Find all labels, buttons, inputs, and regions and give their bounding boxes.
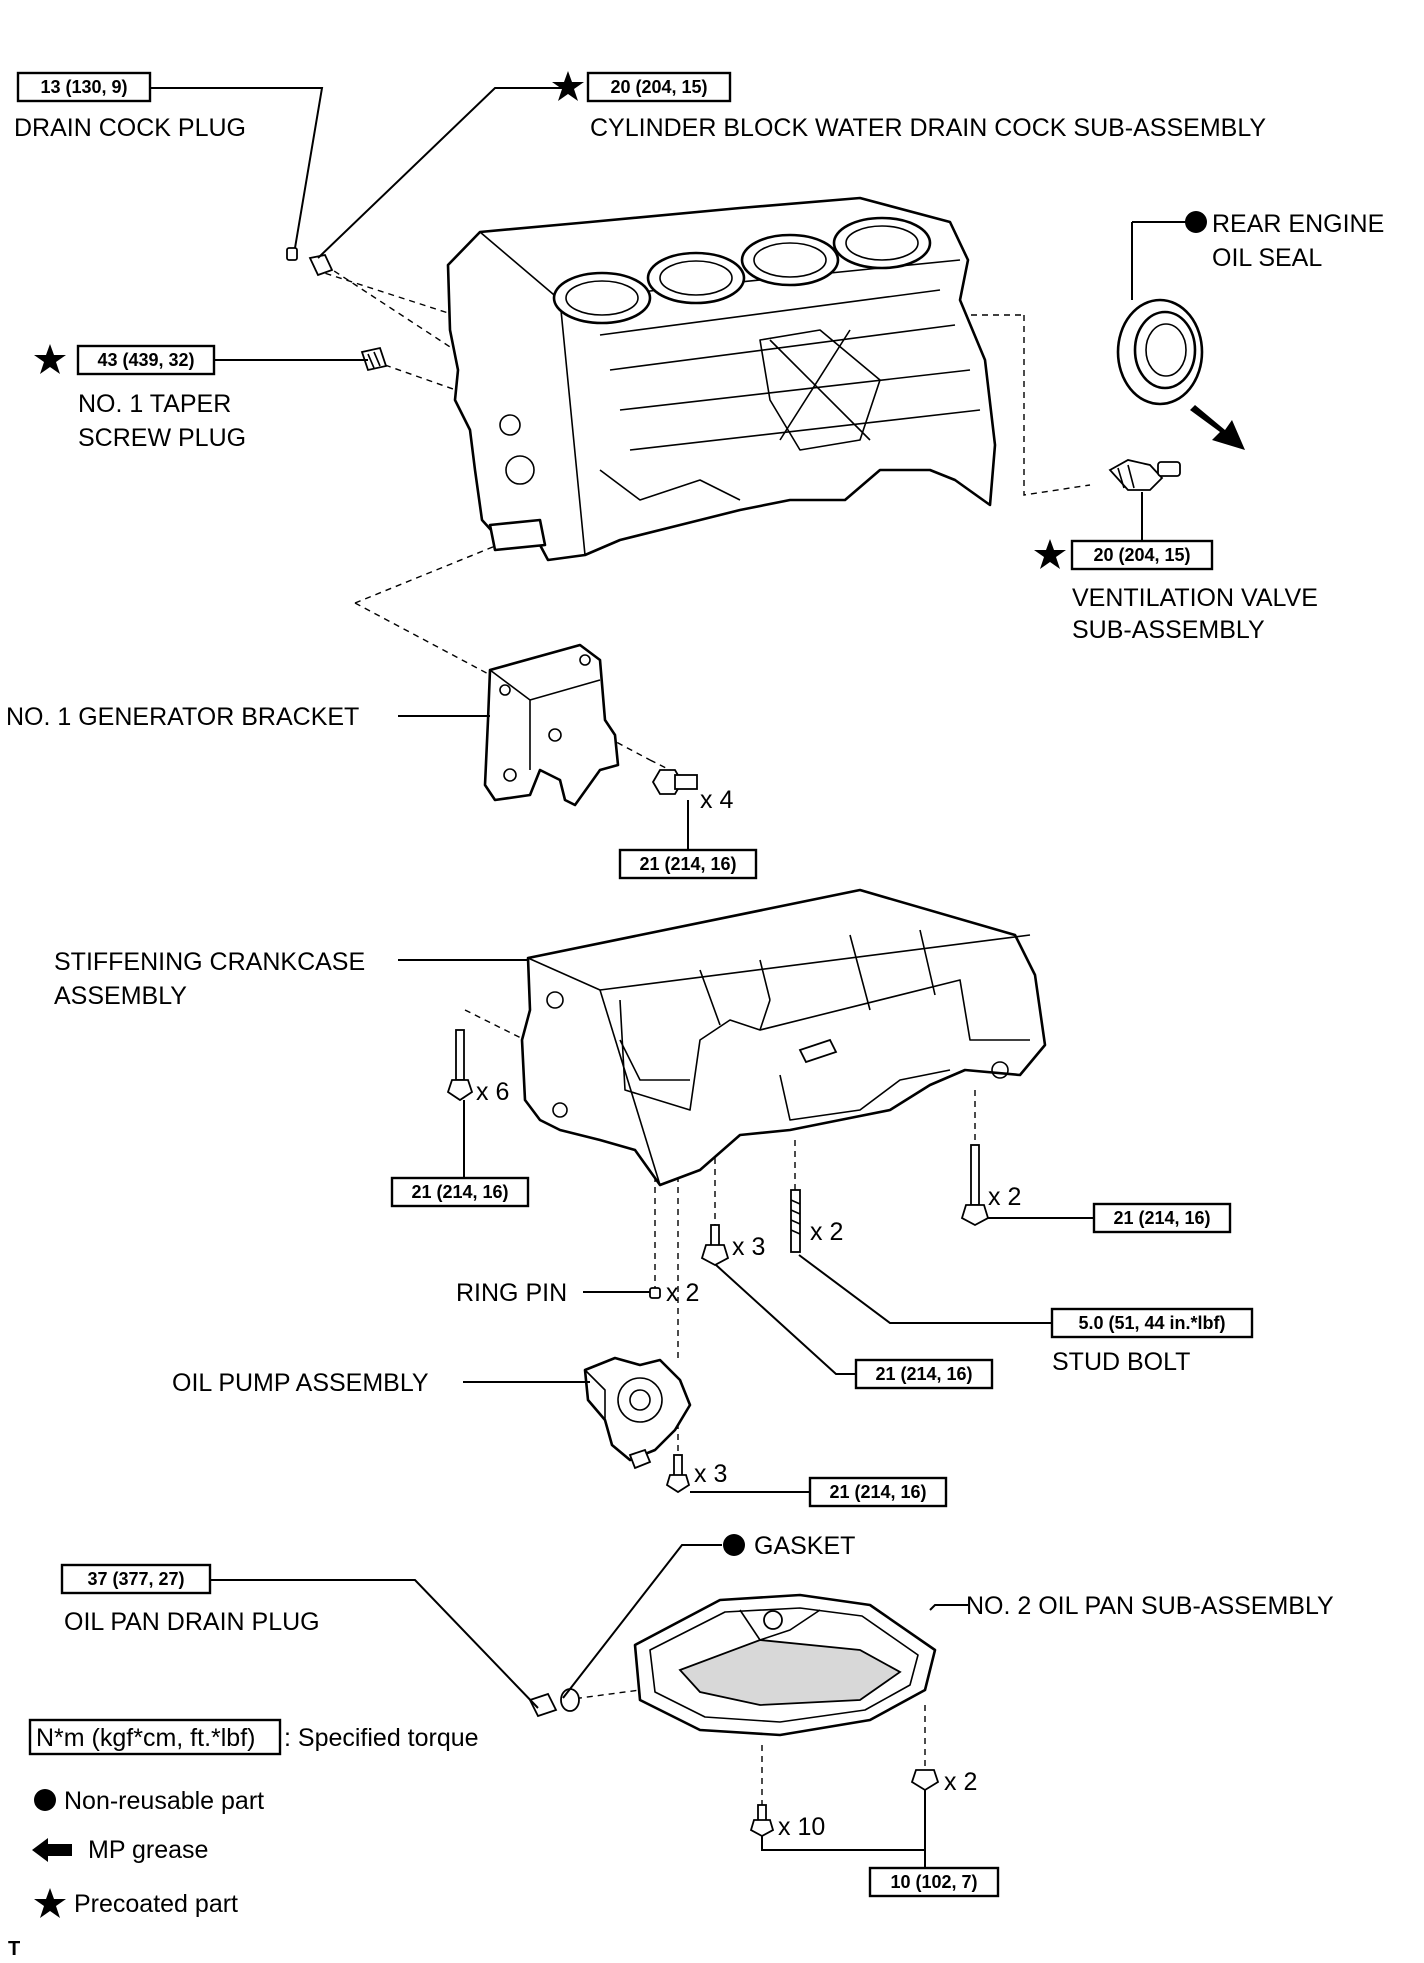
torque-box-oil-pump: 21 (214, 16) — [808, 1476, 948, 1508]
drain-cock-plug-label: DRAIN COCK PLUG — [14, 114, 246, 142]
oil-pump-part — [583, 1356, 692, 1470]
stud-bolt-label: STUD BOLT — [1052, 1348, 1190, 1376]
torque-box-crankcase-right: 21 (214, 16) — [1092, 1202, 1232, 1234]
taper-screw-plug-label-2: SCREW PLUG — [78, 424, 246, 452]
torque-value: 21 (214, 16) — [1113, 1208, 1210, 1228]
cylinder-block — [446, 196, 997, 562]
oil-pump-bolt — [665, 1454, 691, 1494]
oil-pan-nut — [910, 1769, 940, 1792]
water-drain-cock-label: CYLINDER BLOCK WATER DRAIN COCK SUB-ASSE… — [590, 114, 1266, 142]
legend-torque-box — [28, 1718, 282, 1756]
crankcase-label-2: ASSEMBLY — [54, 982, 187, 1010]
torque-box-crankcase-center: 21 (214, 16) — [854, 1358, 994, 1390]
markers — [34, 71, 1207, 1556]
legend-non-reusable: Non-reusable part — [64, 1787, 264, 1815]
rear-engine-oil-seal-part — [1116, 298, 1245, 450]
crankcase-bolt-center — [700, 1224, 730, 1267]
torque-value: 13 (130, 9) — [40, 77, 127, 97]
generator-bracket-bolt — [651, 769, 698, 795]
grease-arrow-icon — [32, 1838, 72, 1862]
footer-mark: T — [8, 1938, 20, 1960]
crankcase-bolt-left — [446, 1029, 474, 1102]
crankcase-label-1: STIFFENING CRANKCASE — [54, 948, 365, 976]
qty-oil-pan-bolts: x 10 — [778, 1813, 825, 1841]
legend-torque-text: : Specified torque — [284, 1724, 479, 1752]
generator-bracket-label: NO. 1 GENERATOR BRACKET — [6, 703, 359, 731]
torque-box-ventilation-valve: 20 (204, 15) — [1070, 539, 1214, 571]
legend: N*m (kgf*cm, ft.*lbf) : Specified torque… — [8, 1718, 479, 1960]
qty-crankcase-center: x 3 — [732, 1233, 765, 1261]
rear-oil-seal-label-1: REAR ENGINE — [1212, 210, 1384, 238]
labels: DRAIN COCK PLUG CYLINDER BLOCK WATER DRA… — [6, 114, 1384, 1636]
star-icon — [1034, 539, 1066, 569]
ventilation-valve-label-1: VENTILATION VALVE — [1072, 584, 1318, 612]
qty-generator-bolts: x 4 — [700, 786, 733, 814]
grease-arrow-icon — [1190, 405, 1245, 450]
torque-value: 21 (214, 16) — [639, 854, 736, 874]
torque-value: 20 (204, 15) — [610, 77, 707, 97]
ventilation-valve-label-2: SUB-ASSEMBLY — [1072, 616, 1265, 644]
qty-crankcase-right: x 2 — [988, 1183, 1021, 1211]
oil-pan-label: NO. 2 OIL PAN SUB-ASSEMBLY — [966, 1592, 1334, 1620]
water-drain-cock-part — [308, 253, 334, 277]
torque-box-drain-cock-plug: 13 (130, 9) — [16, 71, 152, 103]
ring-pin-part — [649, 1287, 661, 1299]
torque-box-stud-bolt: 5.0 (51, 44 in.*lbf) — [1050, 1307, 1254, 1339]
qty-ring-pins: x 2 — [666, 1279, 699, 1307]
star-icon — [552, 71, 584, 101]
qty-oil-pump-bolts: x 3 — [694, 1460, 727, 1488]
torque-value: 21 (214, 16) — [411, 1182, 508, 1202]
leader-lines — [150, 87, 1188, 1868]
torque-box-taper-screw-plug: 43 (439, 32) — [76, 344, 216, 376]
torque-value: 37 (377, 27) — [87, 1569, 184, 1589]
oil-pan-drain-plug-part — [528, 1692, 558, 1718]
torque-value: 20 (204, 15) — [1093, 545, 1190, 565]
star-icon — [34, 344, 66, 374]
legend-mp-grease: MP grease — [88, 1836, 208, 1864]
gasket-label: GASKET — [754, 1532, 855, 1560]
oil-pan-drain-plug-label: OIL PAN DRAIN PLUG — [64, 1608, 320, 1636]
stiffening-crankcase-part — [520, 888, 1047, 1187]
oil-pan-bolt — [749, 1804, 775, 1838]
torque-box-generator-bracket: 21 (214, 16) — [618, 848, 758, 880]
torque-value: 10 (102, 7) — [890, 1872, 977, 1892]
torque-box-water-drain-cock: 20 (204, 15) — [586, 71, 732, 103]
crankcase-bolt-right — [960, 1144, 990, 1227]
ring-pin-label: RING PIN — [456, 1279, 567, 1307]
oil-pan-part — [633, 1593, 937, 1737]
legend-precoated: Precoated part — [74, 1890, 238, 1918]
non-reusable-dot-icon — [34, 1789, 56, 1811]
torque-box-oil-pan-drain-plug: 37 (377, 27) — [60, 1563, 212, 1595]
taper-screw-plug-label-1: NO. 1 TAPER — [78, 390, 231, 418]
torque-value: 21 (214, 16) — [829, 1482, 926, 1502]
drain-cock-plug-part — [286, 247, 298, 261]
torque-box-oil-pan: 10 (102, 7) — [868, 1866, 1000, 1898]
non-reusable-dot-icon — [723, 1534, 745, 1556]
oil-pump-label: OIL PUMP ASSEMBLY — [172, 1369, 429, 1397]
stud-bolt-part — [790, 1189, 801, 1253]
torque-value: 5.0 (51, 44 in.*lbf) — [1078, 1313, 1225, 1333]
rear-oil-seal-label-2: OIL SEAL — [1212, 244, 1322, 272]
torque-value: 21 (214, 16) — [875, 1364, 972, 1384]
gasket-part — [560, 1688, 580, 1712]
taper-screw-plug-part — [360, 346, 388, 372]
qty-crankcase-left: x 6 — [476, 1078, 509, 1106]
legend-torque-box-text: N*m (kgf*cm, ft.*lbf) — [36, 1724, 255, 1752]
qty-oil-pan-nuts: x 2 — [944, 1768, 977, 1796]
non-reusable-dot-icon — [1185, 211, 1207, 233]
ventilation-valve-part — [1108, 459, 1181, 491]
star-icon — [34, 1888, 66, 1918]
generator-bracket-part — [483, 643, 620, 807]
torque-box-crankcase-left: 21 (214, 16) — [390, 1176, 530, 1208]
torque-value: 43 (439, 32) — [97, 350, 194, 370]
quantities: x 4 x 6 x 2 x 3 x 2 x 2 x 3 x 2 x 10 — [476, 786, 1021, 1841]
qty-stud-bolts: x 2 — [810, 1218, 843, 1246]
